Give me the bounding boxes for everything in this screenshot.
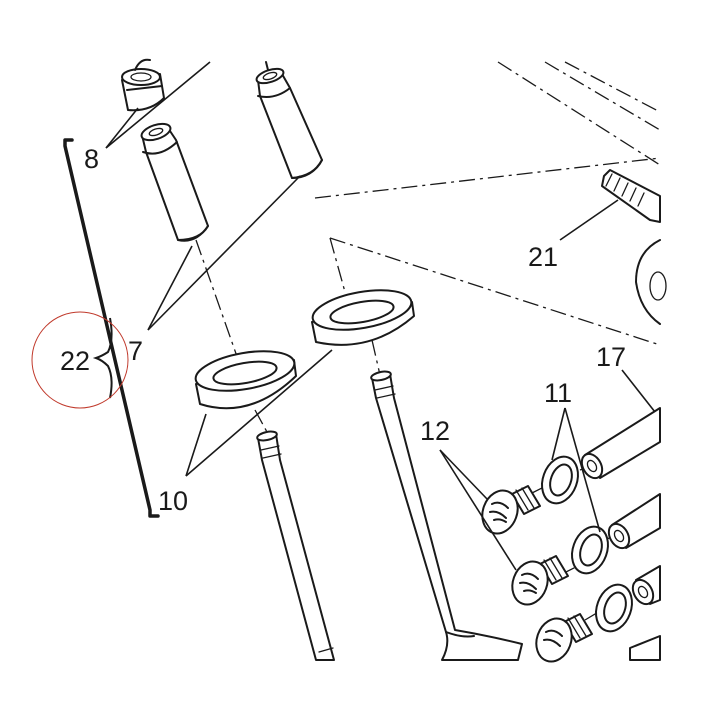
rocker-shaft-2: [607, 493, 661, 550]
valve-guide-left: [140, 122, 209, 242]
washer-2: [571, 525, 609, 575]
valve-guide-top: [121, 58, 165, 112]
rocker-shaft-4: [629, 635, 661, 661]
stud-bolt: [601, 169, 661, 223]
valve-guide-right: [255, 61, 323, 179]
label-part-22: 22: [60, 346, 90, 376]
plug-2: [511, 555, 569, 606]
label-part-12: 12: [420, 416, 450, 446]
label-part-8: 8: [84, 144, 99, 174]
rocker-shaft-3: [631, 565, 661, 606]
label-part-7: 7: [128, 336, 143, 366]
label-part-11: 11: [544, 378, 572, 408]
valve-seal-right: [311, 289, 415, 346]
label-part-21: 21: [528, 242, 558, 272]
valve-right: [370, 370, 523, 661]
set-bracket: [63, 138, 160, 518]
label-part-17: 17: [596, 342, 626, 372]
washer-3: [595, 583, 633, 633]
plug-1: [481, 485, 541, 535]
highlight-circle: [31, 311, 129, 409]
plug-3: [535, 613, 593, 663]
valve-seal-left: [194, 350, 297, 410]
leader-lines: [105, 61, 656, 571]
valve-left: [256, 430, 335, 661]
washer-1: [541, 455, 579, 505]
housing-edge: [635, 239, 667, 325]
rocker-shaft-1: [580, 407, 661, 480]
label-part-10: 10: [158, 486, 188, 516]
